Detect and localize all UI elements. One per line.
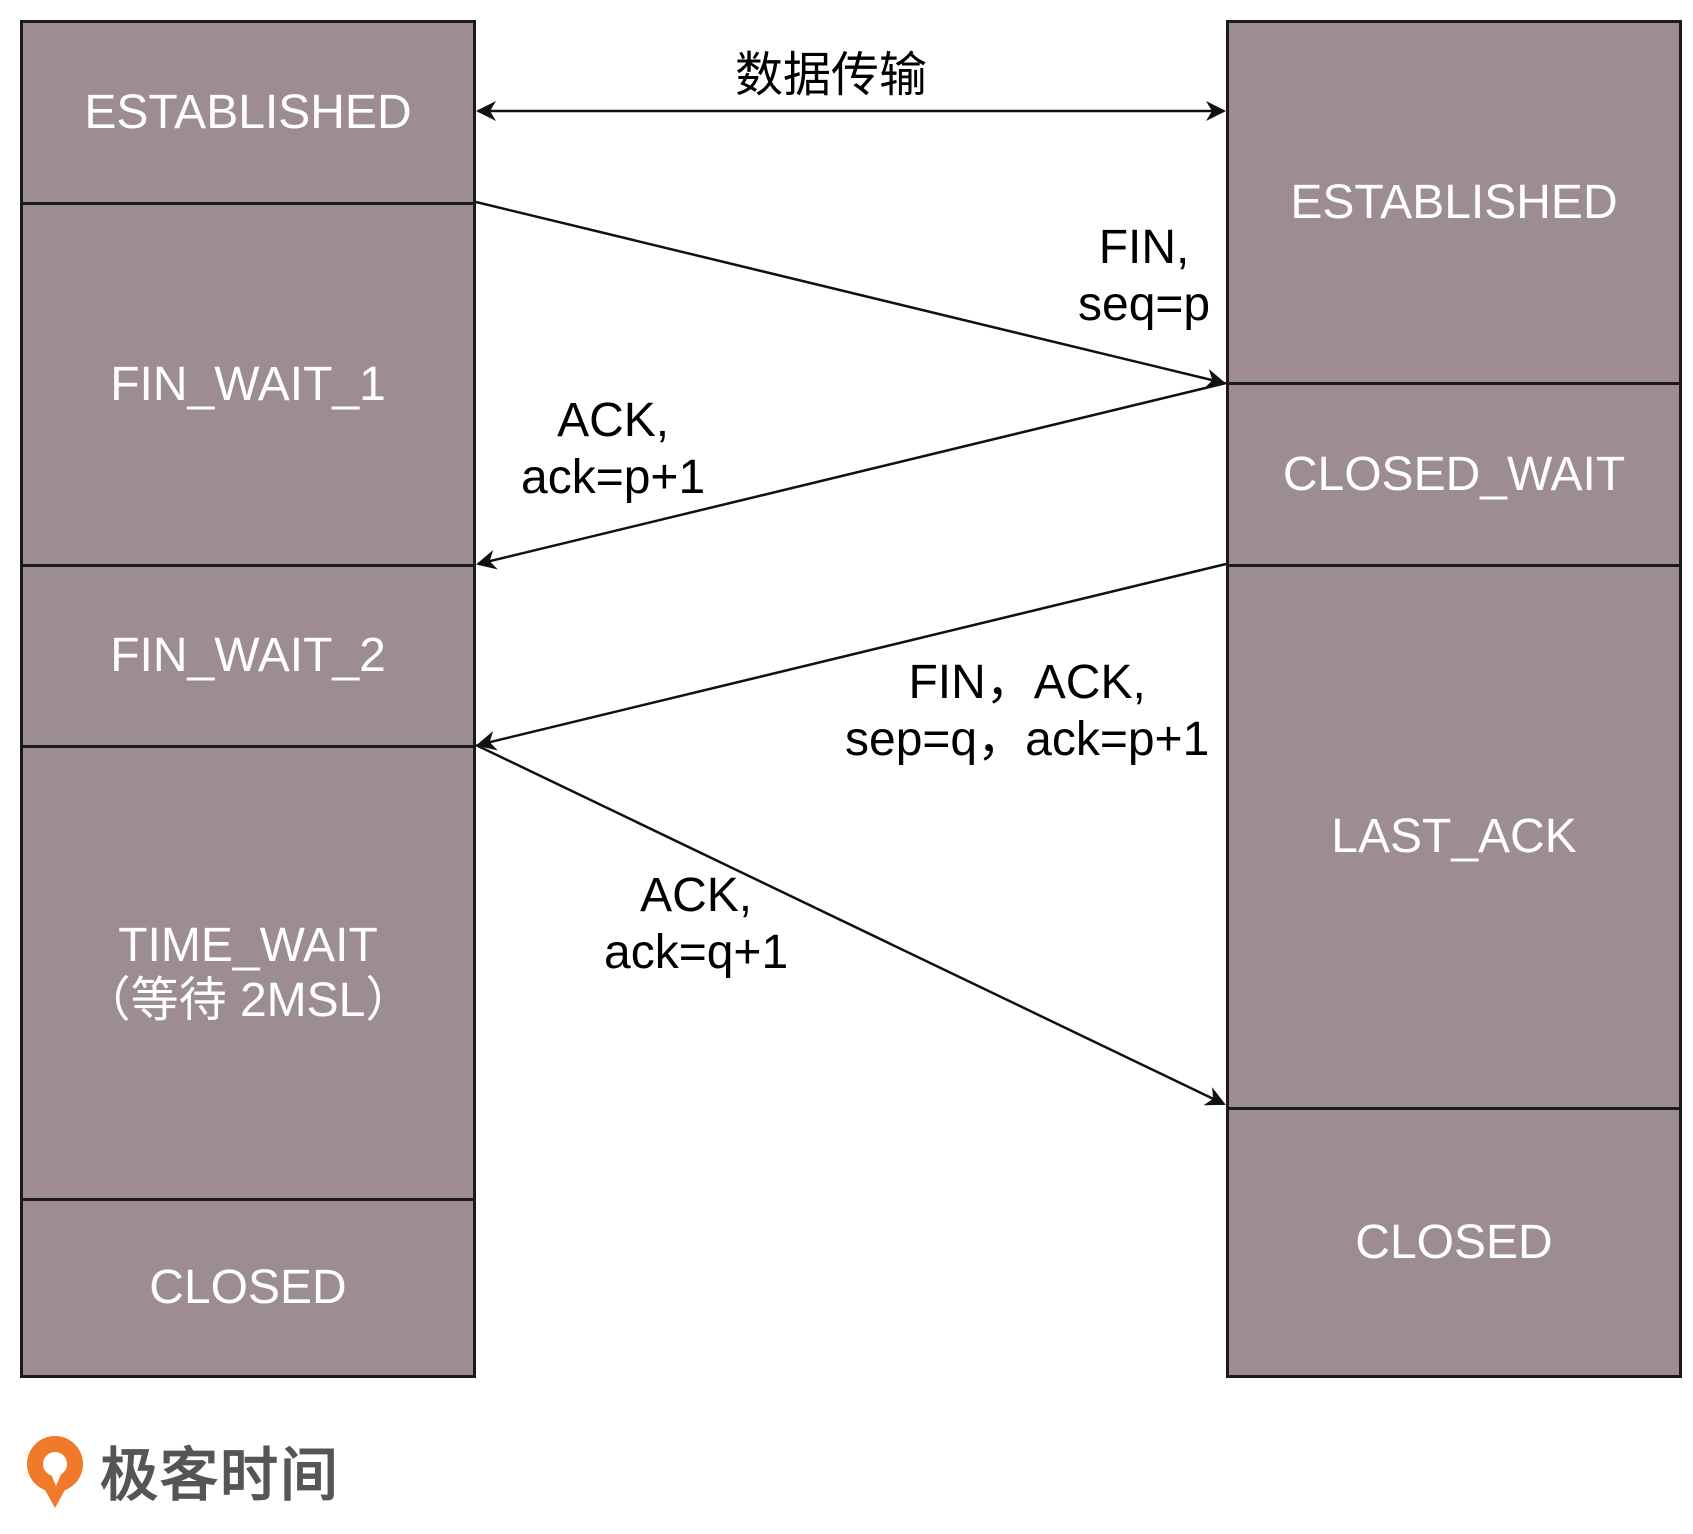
fin-arrow xyxy=(475,200,1226,389)
brand-logo: 极客时间 xyxy=(20,1428,340,1512)
ack1-label: ACK, ack=p+1 xyxy=(521,394,706,504)
server-state-last-ack: LAST_ACK xyxy=(1229,567,1679,1110)
geektime-logo-icon xyxy=(27,1436,83,1508)
client-state-fin-wait-1: FIN_WAIT_1 xyxy=(23,205,473,567)
server-state-closed-wait: CLOSED_WAIT xyxy=(1229,385,1679,567)
fin-ack-label: FIN，ACK, sep=q，ack=p+1 xyxy=(845,656,1210,766)
server-state-closed: CLOSED xyxy=(1355,1215,1553,1269)
ack2-label: ACK, ack=q+1 xyxy=(604,869,789,979)
server-state-column: ESTABLISHED CLOSED_WAIT LAST_ACK CLOSED xyxy=(1226,20,1682,1378)
data-transfer-label: 数据传输 xyxy=(735,49,928,102)
ack-arrow-1 xyxy=(476,381,1227,570)
fin-label: FIN, seq=p xyxy=(1078,221,1211,331)
ack-arrow-2 xyxy=(475,743,1226,1106)
server-state-established: ESTABLISHED xyxy=(1229,23,1679,385)
fin-ack-arrow xyxy=(476,562,1227,751)
client-state-established: ESTABLISHED xyxy=(23,23,473,205)
brand-name: 极客时间 xyxy=(100,1443,341,1508)
client-state-column: ESTABLISHED FIN_WAIT_1 FIN_WAIT_2 TIME_W… xyxy=(20,20,476,1378)
client-state-closed: CLOSED xyxy=(149,1261,347,1315)
client-state-time-wait: TIME_WAIT （等待 2MSL） xyxy=(23,748,473,1201)
client-state-fin-wait-2: FIN_WAIT_2 xyxy=(23,567,473,748)
